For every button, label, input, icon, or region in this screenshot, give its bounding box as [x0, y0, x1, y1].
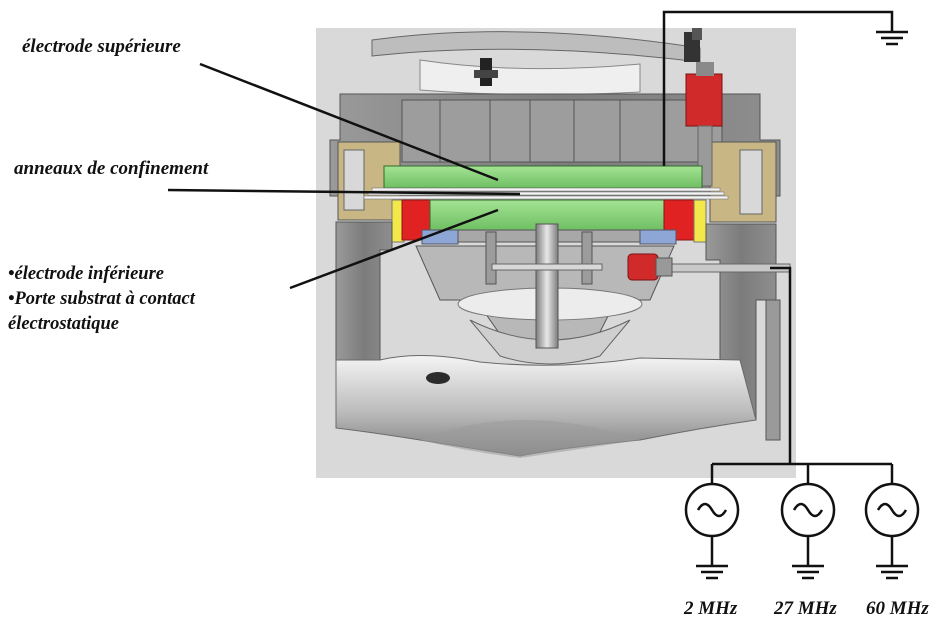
yellow-ring-right — [693, 199, 707, 243]
freq-label-27mhz: 27 MHz — [774, 598, 837, 619]
upper-electrode — [383, 165, 703, 189]
freq-label-60mhz: 60 MHz — [866, 598, 929, 619]
gas-injector — [685, 73, 723, 127]
ground-symbol-top — [876, 30, 908, 46]
label-lower-electrode-group: •électrode inférieure •Porte substrat à … — [8, 262, 195, 337]
lower-electrode — [429, 199, 667, 231]
ground-symbol-2mhz — [696, 564, 728, 580]
label-pointers — [167, 62, 521, 290]
ground-symbol-60mhz — [876, 564, 908, 580]
label-substrate-holder-1: •Porte substrat à contact — [8, 289, 195, 309]
rf-source-2mhz — [684, 482, 740, 566]
label-lower-electrode: •électrode inférieure — [8, 264, 164, 284]
confinement-rings — [363, 187, 729, 200]
rf-source-27mhz — [780, 482, 836, 566]
ground-symbol-27mhz — [792, 564, 824, 580]
ground-wire-top — [662, 10, 894, 166]
central-shaft — [535, 223, 559, 349]
label-upper-electrode: électrode supérieure — [22, 36, 181, 57]
rf-wiring — [710, 266, 894, 484]
label-confinement-rings: anneaux de confinement — [14, 158, 209, 179]
rf-feedthrough — [627, 253, 659, 281]
freq-label-2mhz: 2 MHz — [684, 598, 738, 619]
label-substrate-holder-2: électrostatique — [8, 314, 119, 334]
rf-source-60mhz — [864, 482, 920, 566]
